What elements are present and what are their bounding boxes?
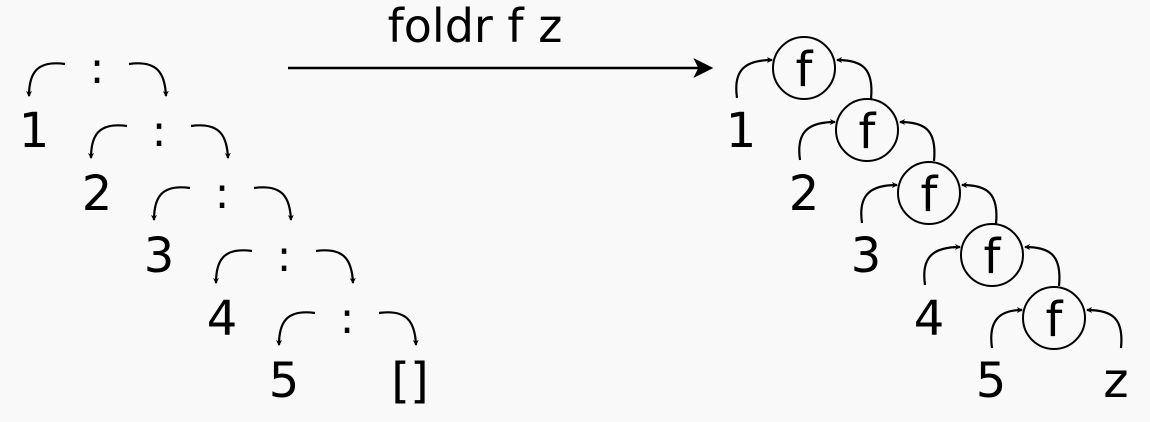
cons-edge-head	[276, 311, 316, 346]
cons-edge-tail	[128, 62, 169, 97]
f-node-label: f	[984, 229, 1002, 285]
f-node-label: f	[921, 167, 939, 223]
list-element: 4	[207, 291, 238, 347]
f-edge-left	[990, 307, 1023, 349]
cons-edge-head	[26, 62, 66, 97]
diagram-title: foldr f z	[388, 0, 563, 53]
list-element: 3	[144, 228, 175, 284]
cons-list-tree: : : : : : 1 2 3 4 5 []	[19, 43, 429, 409]
list-element: 3	[851, 228, 882, 284]
f-node-circle	[960, 223, 1024, 287]
list-element: 4	[914, 291, 945, 347]
cons-edge-tail	[190, 124, 231, 159]
cons-node: :	[90, 43, 105, 94]
list-element: 5	[976, 353, 1007, 409]
cons-edge-tail	[378, 311, 419, 346]
empty-list: []	[391, 353, 428, 409]
f-edge-left	[798, 119, 836, 161]
cons-node: :	[340, 293, 355, 344]
list-element: 5	[269, 353, 300, 409]
f-edge-left	[923, 244, 961, 286]
f-node-circle	[1022, 286, 1086, 350]
list-element: 2	[82, 166, 113, 222]
cons-edge-head	[151, 186, 191, 221]
list-element: 1	[726, 103, 757, 159]
f-node-circle	[772, 36, 836, 100]
initial-value: z	[1103, 353, 1128, 409]
list-element: 2	[789, 166, 820, 222]
f-edge-right	[1024, 244, 1061, 287]
f-node-circle	[897, 161, 961, 225]
f-edge-right	[836, 57, 873, 100]
cons-edge-tail	[253, 186, 294, 221]
f-edge-left	[735, 57, 773, 99]
list-element: 1	[19, 103, 50, 159]
f-node-label: f	[796, 42, 814, 98]
f-node-circle	[835, 98, 899, 162]
cons-node: :	[152, 106, 167, 157]
f-node-label: f	[859, 104, 877, 160]
f-edge-left	[860, 182, 898, 224]
cons-node: :	[215, 168, 230, 219]
f-edge-right	[961, 182, 998, 225]
cons-edge-head	[88, 124, 128, 159]
cons-edge-head	[213, 249, 253, 284]
f-edge-right	[1086, 307, 1123, 349]
foldr-tree: f f f f f 1 2 3 4 5 z	[726, 36, 1129, 409]
f-node-label: f	[1046, 292, 1064, 348]
cons-node: :	[277, 231, 292, 282]
f-edge-right	[899, 119, 936, 162]
cons-edge-tail	[315, 249, 356, 284]
